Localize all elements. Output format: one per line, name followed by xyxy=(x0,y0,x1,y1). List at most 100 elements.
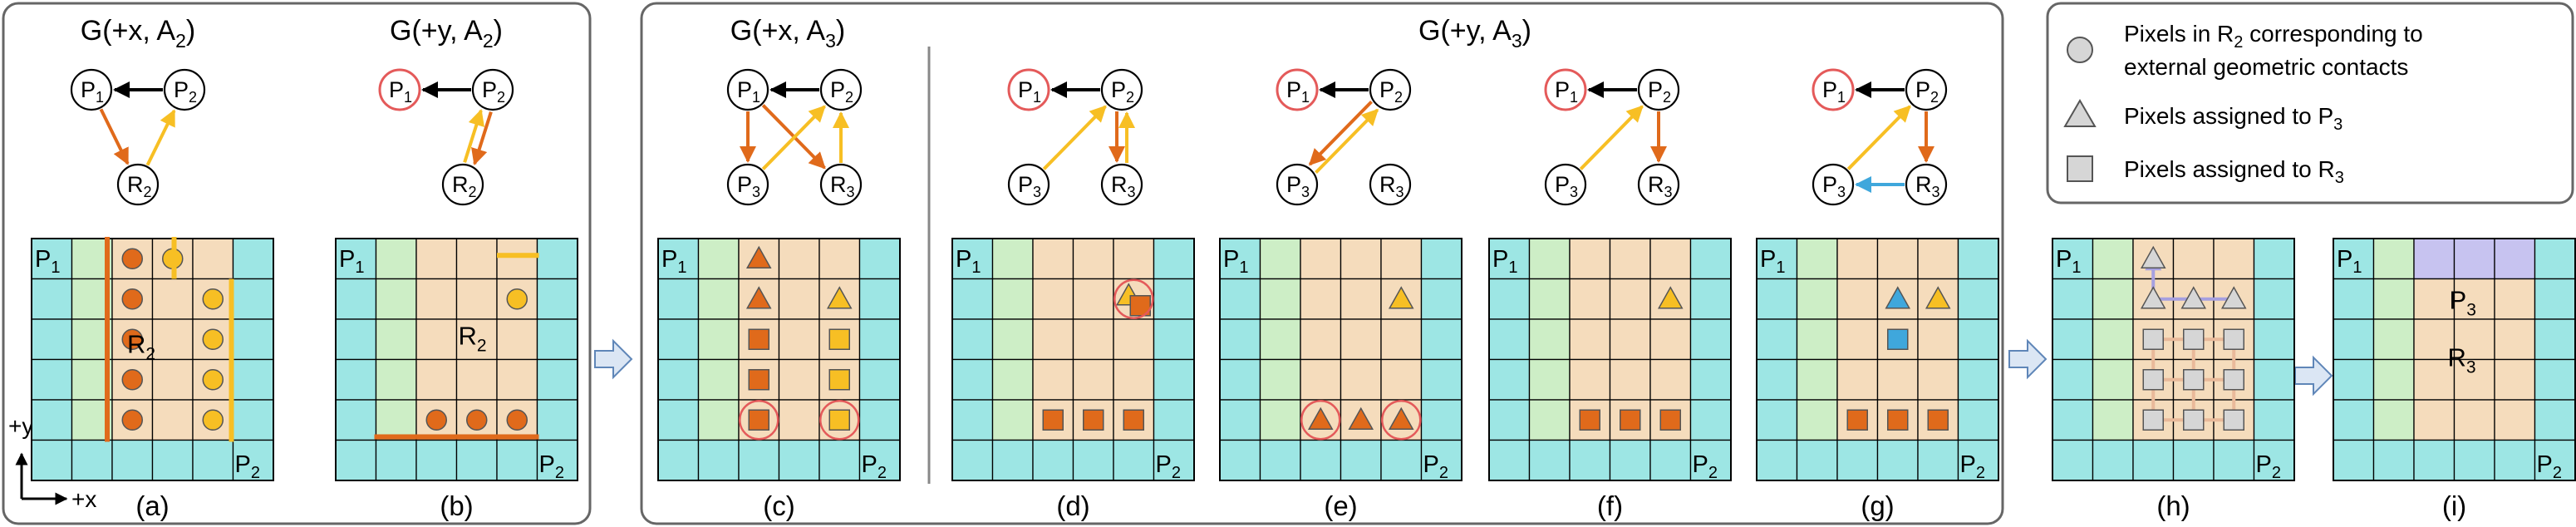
p3-pixel-triangle xyxy=(1348,406,1374,430)
grid-cell xyxy=(536,278,578,320)
legend-circle-shape xyxy=(2067,37,2093,63)
grid-cell xyxy=(1072,318,1114,361)
grid-cell xyxy=(1072,278,1114,320)
conflict-ring xyxy=(1113,278,1154,319)
grid-cell xyxy=(232,399,274,441)
grid-cell xyxy=(1957,238,1999,280)
node-p1-label: P1 xyxy=(1286,77,1310,106)
grid-label-p2: P2 xyxy=(1423,451,1448,482)
group-frame-cg xyxy=(640,2,2004,525)
grid-cell xyxy=(192,439,234,481)
grid-cell xyxy=(2494,238,2536,280)
grid-cell xyxy=(375,238,417,280)
grid-cell xyxy=(1528,399,1571,441)
grid-cell xyxy=(2333,238,2375,280)
grid-cell xyxy=(31,318,73,361)
node-p2-label: P2 xyxy=(1379,77,1403,106)
grid-cell xyxy=(1219,318,1261,361)
grid-cell xyxy=(31,278,73,320)
node-p3 xyxy=(1007,163,1050,206)
node-p3 xyxy=(1276,163,1319,206)
grid-cell xyxy=(455,358,498,401)
grid-cell xyxy=(2333,439,2375,481)
grid-cell xyxy=(1609,318,1651,361)
grid-cell xyxy=(1689,238,1732,280)
grid-cell xyxy=(1488,399,1531,441)
r3-pixel-square xyxy=(2142,328,2164,350)
grid-cell xyxy=(415,238,458,280)
node-p1-label: P1 xyxy=(1822,77,1846,106)
grid-cell xyxy=(1689,318,1732,361)
grid-cell xyxy=(738,439,780,481)
grid-cell xyxy=(1528,238,1571,280)
grid-cell xyxy=(375,358,417,401)
contact-pixel-circle xyxy=(202,409,224,431)
grid-cell xyxy=(657,318,700,361)
node-r3-label: R3 xyxy=(1379,172,1404,200)
node-p3-label: P3 xyxy=(1555,172,1578,200)
grid-cell xyxy=(2413,358,2456,401)
grid-cell xyxy=(232,318,274,361)
grid-label-p1: P1 xyxy=(35,246,60,277)
grid-cell xyxy=(1689,278,1732,320)
p3-pixel-triangle xyxy=(1307,406,1334,430)
grid-cell xyxy=(2253,238,2295,280)
grid-cell xyxy=(455,318,498,361)
grid-cell xyxy=(1300,238,1342,280)
grid-cell xyxy=(951,439,994,481)
caption-c: (c) xyxy=(763,490,794,521)
grid-cell xyxy=(1528,318,1571,361)
node-p1-label: P1 xyxy=(389,77,412,106)
grid-cell xyxy=(31,399,73,441)
grid-cell xyxy=(1259,439,1301,481)
grid-cell xyxy=(1756,399,1798,441)
grid-cell xyxy=(2372,238,2415,280)
axes-indicator: +y +x xyxy=(8,413,96,512)
r3-pixel-square xyxy=(2223,369,2244,391)
grid-cell xyxy=(1957,399,1999,441)
node-p3-label: P3 xyxy=(1822,172,1846,200)
contact-pixel-circle xyxy=(121,248,143,269)
grid-cell xyxy=(151,278,194,320)
contact-pixel-circle xyxy=(121,369,143,391)
edge-p3-p2 xyxy=(1846,105,1911,170)
grid-cell xyxy=(2453,318,2495,361)
grid-cell xyxy=(1113,358,1155,401)
grid-cell xyxy=(1836,278,1879,320)
node-p1 xyxy=(726,68,769,111)
grid-cell xyxy=(858,318,901,361)
legend-square-shape xyxy=(2067,155,2093,182)
p3-pixel-triangle xyxy=(1388,286,1414,309)
grid-cell xyxy=(858,278,901,320)
grid-cell xyxy=(778,278,820,320)
grid-cell xyxy=(778,318,820,361)
grid-cell xyxy=(1917,358,1959,401)
title-b: G(+y, A2) xyxy=(390,15,503,52)
r3-pixel-square xyxy=(1659,409,1681,431)
grid-border xyxy=(1756,238,1999,481)
grid-cell xyxy=(1113,439,1155,481)
node-p1 xyxy=(1544,68,1587,111)
grid-cell xyxy=(1300,439,1342,481)
grid-cell xyxy=(1259,318,1301,361)
grid-cell xyxy=(697,318,740,361)
grid-cell xyxy=(1796,439,1838,481)
grid-cell xyxy=(455,439,498,481)
grid-cell xyxy=(1420,238,1463,280)
node-p2 xyxy=(1369,68,1412,111)
r3-pixel-square xyxy=(1887,409,1909,431)
grid-label-r3: R3 xyxy=(2448,343,2476,377)
legend-triangle-text: Pixels assigned to P3 xyxy=(2124,103,2342,134)
p3-pixel-triangle xyxy=(1657,286,1684,309)
grid-cell xyxy=(991,439,1034,481)
caption-a: (a) xyxy=(135,490,169,521)
grid-cell xyxy=(1569,358,1611,401)
grid-cell xyxy=(1259,238,1301,280)
grid-cell xyxy=(951,399,994,441)
node-p3 xyxy=(726,163,769,206)
grid-cell xyxy=(1380,318,1423,361)
grid-cell xyxy=(858,399,901,441)
